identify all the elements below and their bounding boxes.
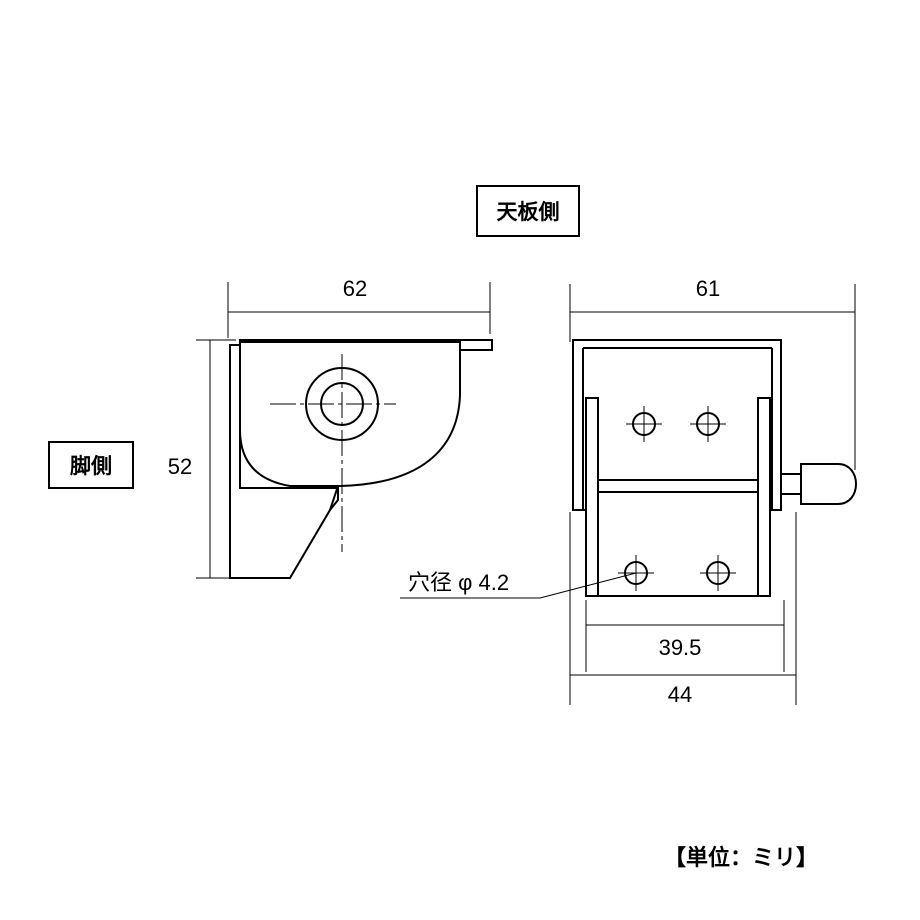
top-side-label: 天板側 [476,185,580,237]
hole-upper-left [626,406,662,442]
unit-note: 【単位：ミリ】 [664,846,819,871]
dim-52-text: 52 [168,454,192,479]
right-flange [757,397,771,597]
dim-39-5-text: 39.5 [659,635,702,660]
hole-lower-right [700,555,736,591]
hole-note-text: 穴径 φ 4.2 [408,570,509,595]
hole-leader-diagonal [539,572,637,599]
dim-61-text: 61 [696,276,720,301]
side-view: 62 52 [168,276,493,579]
dim-62-text: 62 [343,276,367,301]
dim-44-text: 44 [668,682,692,707]
lower-plate [597,479,759,597]
hole-upper-right [690,406,726,442]
front-view: 61 [400,276,857,707]
leg-side-label-text: 脚側 [70,454,112,478]
top-side-label-text: 天板側 [496,200,560,224]
knob-stem [780,473,802,495]
leg-edge [329,485,339,511]
left-flange [585,397,599,597]
leg-side-label: 脚側 [48,441,134,489]
knob-head [800,463,857,505]
